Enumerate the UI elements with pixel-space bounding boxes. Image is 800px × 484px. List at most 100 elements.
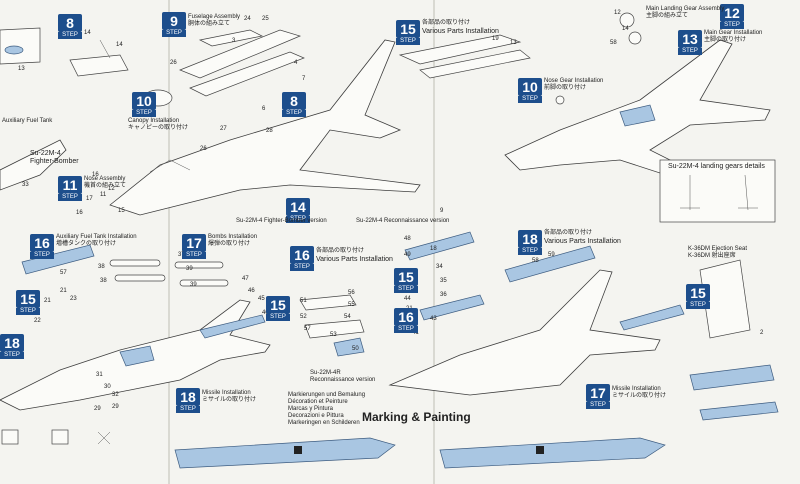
- label-recon-pod-version: Reconnaissance version: [310, 377, 376, 383]
- part-number: 22: [34, 318, 41, 324]
- part-number: 57: [60, 270, 67, 276]
- part-number: 52: [300, 314, 307, 320]
- drawing-tank: [4, 45, 24, 55]
- label-missile-install-jp: ミサイルの取り付け: [202, 397, 257, 403]
- part-number: 40: [262, 310, 269, 316]
- part-number: 53: [330, 332, 337, 338]
- part-number: 32: [112, 392, 119, 398]
- label-recon-pod: Su-22M-4R: [310, 370, 341, 376]
- part-number: 48: [404, 236, 411, 242]
- part-number: 21: [44, 298, 51, 304]
- marking-note-nl: Markeringen en Schilderen: [288, 420, 360, 426]
- drawing-wheel: [628, 31, 642, 45]
- part-number: 49: [404, 252, 411, 258]
- drawing-bomb: [179, 279, 229, 287]
- label-various-parts-2: Various Parts Installation: [316, 256, 393, 263]
- drawing-fuel-tank: [504, 245, 596, 283]
- part-number: 29: [94, 406, 101, 412]
- label-ejection-seat: K-36DM Ejection Seat: [688, 246, 748, 252]
- drawing-aircraft: [388, 269, 661, 396]
- drawing-missile: [619, 304, 685, 331]
- drawing-missile: [699, 401, 779, 421]
- part-number: 7: [302, 76, 306, 82]
- part-number: 58: [532, 258, 539, 264]
- part-number: 19: [492, 36, 499, 42]
- drawing-part: [69, 54, 129, 77]
- part-number: 14: [116, 42, 123, 48]
- label-aux-tank-install: Auxiliary Fuel Tank Installation: [56, 234, 137, 240]
- drawing-pod: [304, 319, 365, 339]
- drawing-bomb: [114, 274, 166, 282]
- label-missile-install-2-jp: ミサイルの取り付け: [612, 393, 667, 399]
- drawing-marking: [536, 446, 544, 454]
- detail-box: [659, 159, 776, 223]
- drawing-gear: [680, 174, 758, 211]
- part-number: 34: [436, 264, 443, 270]
- part-number: 27: [220, 126, 227, 132]
- drawing-missile: [419, 294, 485, 321]
- label-missile-install: Missile Installation: [202, 390, 251, 396]
- label-nose-gear-jp: 前脚の取り付け: [544, 85, 587, 91]
- part-number: 23: [70, 296, 77, 302]
- label-various-parts-2-jp: 各部品の取り付け: [316, 248, 365, 254]
- label-missile-install-2: Missile Installation: [612, 386, 661, 392]
- legend-icon: [51, 429, 69, 445]
- label-main-gear-assembly: Main Landing Gear Assembly: [646, 6, 725, 12]
- drawing-bomb: [174, 261, 224, 269]
- part-number: 28: [266, 128, 273, 134]
- part-number: 43: [430, 316, 437, 322]
- marking-note-fr: Décoration et Peinture: [288, 399, 348, 405]
- marking-note-es: Marcas y Pintura: [288, 406, 334, 412]
- label-nose-assembly: Nose Assembly: [84, 176, 126, 182]
- leader-line: [99, 39, 111, 59]
- label-bombs-install: Bombs Installation: [208, 234, 258, 240]
- part-number: 12: [614, 10, 621, 16]
- part-number: 25: [262, 16, 269, 22]
- label-fighter-bomber: Fighter-Bomber: [30, 158, 79, 165]
- part-number: 33: [22, 182, 29, 188]
- part-number: 6: [262, 106, 266, 112]
- drawing-missile: [199, 314, 266, 339]
- part-number: 47: [242, 276, 249, 282]
- part-number: 41: [412, 330, 419, 336]
- part-number: 14: [84, 30, 91, 36]
- part-number: 39: [186, 266, 193, 272]
- part-number: 13: [510, 40, 517, 46]
- label-su22m4: Su-22M-4: [30, 150, 61, 157]
- label-nose-gear: Nose Gear Installation: [544, 78, 604, 84]
- part-number: 21: [60, 288, 67, 294]
- label-fuselage-assembly: Fuselage Assembly: [188, 14, 241, 20]
- label-various-parts: Various Parts Installation: [422, 28, 499, 35]
- label-canopy-installation: Canopy Installation: [128, 118, 180, 124]
- part-number: 50: [352, 346, 359, 352]
- part-number: 55: [348, 302, 355, 308]
- marking-note-it: Decorazioni e Pittura: [288, 413, 344, 419]
- label-various-parts-jp: 各部品の取り付け: [422, 20, 471, 26]
- part-number: 31: [96, 372, 103, 378]
- part-number: 38: [98, 264, 105, 270]
- part-number: 15: [118, 208, 125, 214]
- part-number: 57: [304, 326, 311, 332]
- label-ejection-seat-jp: K-36DM 射出座席: [688, 253, 736, 259]
- part-number: 45: [258, 296, 265, 302]
- drawing-part: [419, 49, 531, 79]
- label-canopy-installation-jp: キャノピーの取り付け: [128, 125, 189, 131]
- legend-icon: [97, 431, 111, 445]
- drawing-pod: [299, 294, 357, 311]
- part-number: 14: [622, 26, 629, 32]
